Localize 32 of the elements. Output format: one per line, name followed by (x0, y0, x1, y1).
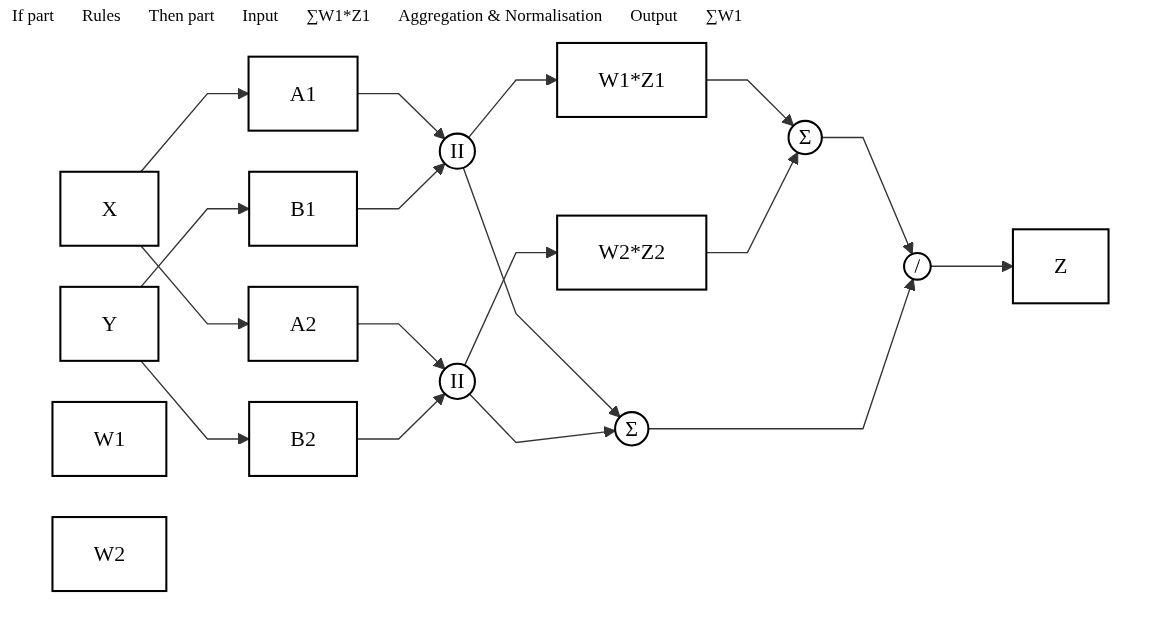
node-box: W2 (51, 516, 168, 593)
arrow (140, 360, 250, 445)
annotation-text: Then part (148, 6, 215, 26)
annotation-text: Input (242, 6, 279, 26)
arrow (463, 246, 558, 367)
arrow (468, 393, 616, 444)
node-box: Y (59, 285, 160, 362)
node-circle: Σ (614, 411, 650, 447)
node-circle: / (903, 251, 932, 281)
node-box: W1 (51, 400, 168, 477)
node-circle: Σ (787, 119, 823, 156)
node-box: Z (1011, 228, 1110, 305)
node-box: B1 (248, 170, 358, 247)
node-box: A2 (247, 285, 359, 362)
node-box: A1 (247, 55, 359, 132)
arrow (356, 393, 446, 440)
arrow (467, 73, 558, 139)
annotation-text: ∑W1 (705, 6, 743, 26)
arrow (462, 167, 621, 418)
node-box: B2 (248, 400, 358, 477)
annotation-text: Rules (82, 6, 121, 26)
annotation-text: Output (630, 6, 678, 26)
node-circle: II (438, 132, 476, 170)
node-box: X (59, 170, 160, 247)
node-box: W2*Z2 (556, 214, 708, 291)
node-box: W1*Z1 (556, 41, 708, 118)
annotation-text: Aggregation & Normalisation (398, 6, 603, 26)
arrow (356, 162, 446, 210)
annotation-text: ∑W1*Z1 (306, 6, 371, 26)
annotation-text: If part (12, 6, 54, 26)
arrow (821, 136, 914, 255)
node-circle: II (438, 362, 476, 400)
